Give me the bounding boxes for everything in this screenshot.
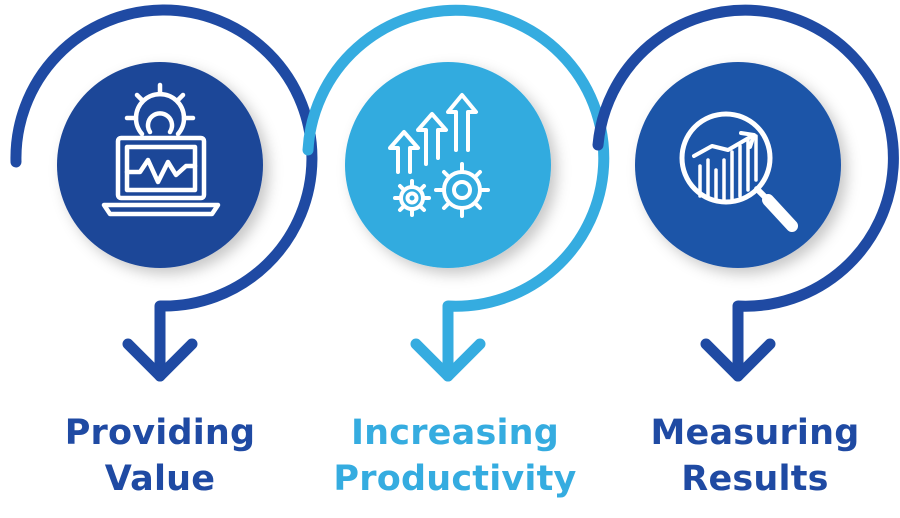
step-3-arrow-head <box>700 338 776 382</box>
step-2-label-line-1: Increasing <box>350 413 560 453</box>
step-3-label-line-1: Measuring <box>650 413 860 453</box>
step-1-circle <box>57 62 263 268</box>
step-3-label-line-2: Results <box>681 459 829 499</box>
step-2-label: Increasing Productivity <box>330 410 580 502</box>
step-1-arrow-head <box>122 338 198 382</box>
step-2-ring <box>302 4 610 382</box>
step-3-label: Measuring Results <box>640 410 870 502</box>
step-1-label-line-2: Value <box>104 459 216 499</box>
step-2-label-line-2: Productivity <box>333 459 577 499</box>
step-1-label: Providing Value <box>50 410 270 502</box>
laptop-gear-icon <box>101 82 221 217</box>
magnifier-chart-icon <box>679 111 798 232</box>
step-3-ring <box>592 4 899 382</box>
step-2-circle <box>345 62 551 268</box>
step-1-ring <box>10 4 318 382</box>
step-3-circle <box>635 62 841 268</box>
step-2-arrow-head <box>410 338 486 382</box>
arrows-gears-icon <box>388 93 490 218</box>
step-1-label-line-1: Providing <box>64 413 256 453</box>
